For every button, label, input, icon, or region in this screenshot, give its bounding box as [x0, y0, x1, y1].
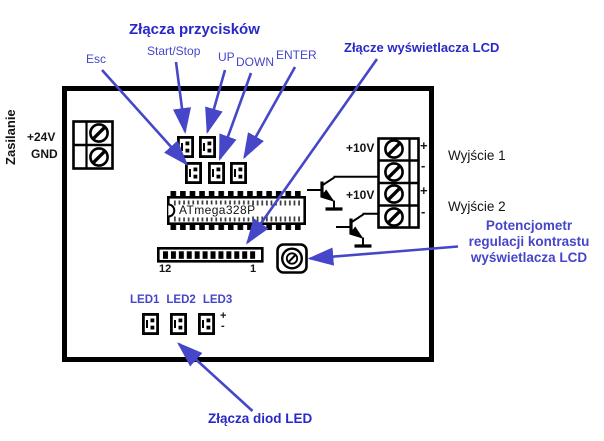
connector-enter [229, 161, 248, 185]
transistor-icon [336, 212, 379, 248]
led-connectors-arrow [177, 342, 254, 412]
power-terminal-block [72, 120, 114, 170]
lcd-connector-arrow [246, 58, 379, 245]
ic-atmega328p [167, 191, 306, 230]
start-stop-arrow [172, 61, 192, 135]
plus10v-label-2: +10V [346, 188, 375, 202]
transistor-icon [307, 175, 379, 211]
connector-up [198, 135, 217, 159]
connector-start-stop [176, 135, 195, 159]
lcd-pin1-label: 1 [250, 263, 257, 275]
potentiometer-arrow [307, 245, 459, 266]
screw-icon [383, 161, 405, 183]
up-arrow [205, 69, 227, 135]
plus10v-label-1: +10V [346, 141, 375, 155]
start-stop-label: Start/Stop [147, 44, 201, 58]
screw-icon [88, 122, 110, 144]
connector-down [207, 161, 226, 185]
lcd-connector-strip [157, 247, 264, 263]
ic-pin-labels-top [173, 200, 300, 206]
down-label: DOWN [236, 55, 274, 69]
ic-pin-labels-bottom [173, 216, 300, 222]
lcd-connector-title: Złącze wyświetlacza LCD [344, 40, 500, 55]
enter-label: ENTER [276, 48, 317, 62]
ic-label: ATmega328P [179, 203, 256, 217]
output1-label: Wyjście 1 [448, 148, 506, 163]
led1-label: LED1 [130, 294, 160, 306]
power-section-label: Zasilanie [2, 109, 18, 165]
screw-icon [88, 146, 110, 168]
output1-plus: + [420, 138, 428, 153]
buttons-title: Złącza przycisków [129, 21, 260, 38]
esc-arrow [101, 69, 189, 166]
led-minus: - [221, 320, 225, 332]
connector-esc [184, 161, 203, 185]
connector-led3 [197, 312, 216, 336]
screw-icon [383, 206, 405, 228]
up-label: UP [218, 50, 235, 64]
output-terminal-block [377, 137, 420, 229]
gnd-label: GND [31, 147, 58, 161]
down-arrow [218, 72, 253, 161]
enter-arrow [243, 66, 297, 160]
connector-led2 [169, 312, 188, 336]
output1-minus: - [421, 158, 426, 173]
screw-icon [383, 183, 405, 205]
output2-minus: - [421, 204, 426, 219]
lcd-pin12-label: 12 [159, 263, 172, 275]
plus24v-label: +24V [27, 130, 56, 144]
esc-label: Esc [86, 52, 107, 66]
led2-label: LED2 [166, 294, 196, 306]
output2-label: Wyjście 2 [448, 199, 506, 214]
led-plus: + [220, 310, 227, 322]
led3-label: LED3 [202, 294, 233, 306]
screw-icon [383, 138, 405, 160]
led-labels: LED1 LED2 LED3 [130, 294, 239, 307]
potentiometer-label: Potencjometr regulacji kontrastu wyświet… [468, 218, 590, 265]
output2-plus: + [420, 183, 428, 198]
connector-led1 [141, 312, 160, 336]
potentiometer [276, 243, 308, 274]
led-connectors-title: Złącza diod LED [208, 411, 313, 426]
